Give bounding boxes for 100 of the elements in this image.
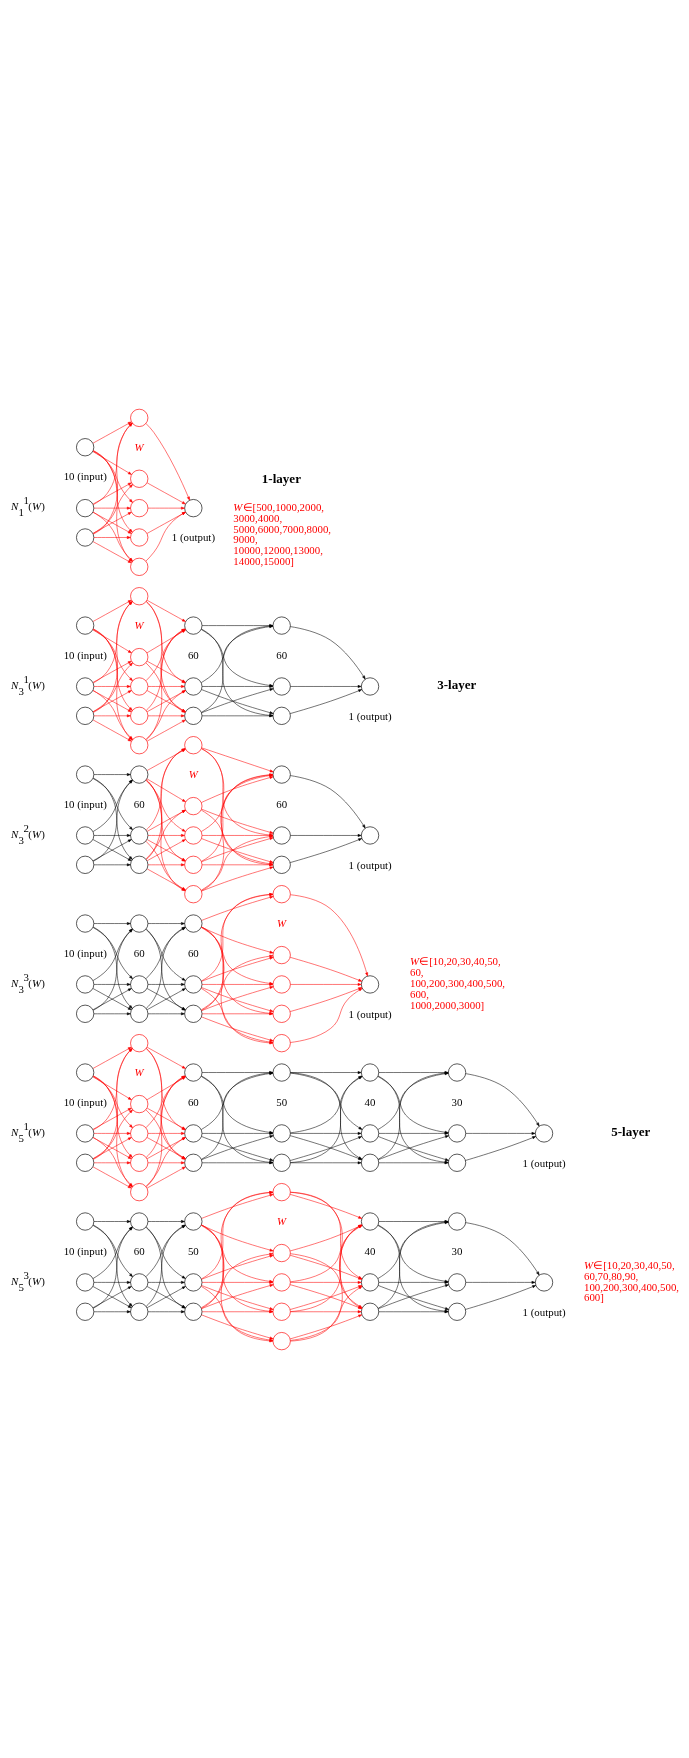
arrow — [92, 662, 133, 712]
label: 60 — [187, 946, 199, 959]
node-circle — [76, 825, 95, 844]
node-circle — [76, 1063, 95, 1082]
node-circle — [76, 1123, 95, 1142]
node-circle — [361, 1063, 380, 1082]
node-circle — [76, 527, 95, 546]
arrow — [93, 862, 131, 866]
arrow — [93, 628, 133, 711]
arrow — [290, 1160, 362, 1164]
node-circle — [184, 825, 203, 844]
arrow — [147, 982, 185, 986]
node-circle — [184, 706, 203, 725]
node-circle — [184, 1212, 203, 1231]
node-circle — [448, 1302, 467, 1321]
node-circle — [76, 1004, 95, 1023]
arrow — [92, 1075, 133, 1128]
arrow — [378, 1309, 449, 1313]
label: 10 (input) — [63, 648, 107, 661]
arrow — [201, 1224, 274, 1283]
arrow — [147, 1309, 185, 1313]
label: 10 (input) — [63, 1095, 107, 1108]
arrow — [145, 779, 186, 832]
node-circle — [448, 1212, 467, 1231]
arrow — [201, 1224, 274, 1342]
node-circle — [272, 1123, 291, 1142]
node-circle — [272, 825, 291, 844]
arrow — [201, 926, 274, 953]
arrow — [465, 1284, 537, 1310]
arrow — [290, 1309, 362, 1313]
arrow — [201, 862, 274, 866]
arrow — [92, 689, 132, 712]
node-circle — [272, 1153, 291, 1172]
arrow — [290, 774, 366, 828]
arrow — [145, 779, 186, 862]
arrow — [146, 838, 186, 861]
arrow — [145, 809, 186, 859]
arrow — [93, 1011, 131, 1015]
node-circle — [272, 974, 291, 993]
arrow — [145, 422, 190, 500]
arrow — [201, 1193, 274, 1219]
arrow — [146, 987, 186, 1010]
arrow — [93, 600, 133, 683]
arrow — [289, 688, 363, 714]
arrow — [146, 1107, 186, 1130]
arrow — [201, 713, 274, 717]
node-circle — [76, 914, 95, 933]
label: W∈[500,1000,2000,3000,4000, 5000,6000,7000,8000,9000, 10000,12000,13000,14000,15000] — [233, 500, 332, 567]
node-circle — [76, 1302, 95, 1321]
arrow — [201, 1160, 274, 1164]
arrow — [290, 1131, 362, 1135]
arrow — [289, 1193, 363, 1219]
label: 60 — [187, 1095, 199, 1108]
node-circle — [272, 765, 291, 784]
arrow — [92, 450, 133, 503]
arrow — [92, 483, 133, 534]
node-circle — [184, 855, 203, 874]
arrow — [465, 1221, 540, 1275]
arrow — [145, 511, 186, 561]
node-circle — [361, 1123, 380, 1142]
node-circle — [272, 1063, 291, 1082]
arrow — [201, 1224, 274, 1251]
arrow — [201, 623, 274, 627]
arrow — [201, 1011, 274, 1015]
node-circle — [448, 1063, 467, 1082]
arrow — [93, 449, 133, 532]
arrow — [92, 1107, 132, 1130]
arrow — [465, 1280, 536, 1284]
arrow — [147, 862, 185, 866]
label: 60 — [133, 1244, 145, 1257]
arrow — [93, 684, 131, 688]
arrow — [201, 1252, 274, 1308]
arrow — [201, 954, 274, 1010]
label: 30 — [451, 1095, 463, 1108]
arrow — [146, 511, 186, 534]
arrow — [92, 628, 133, 681]
arrow — [92, 511, 133, 561]
arrow — [147, 713, 185, 717]
node-circle — [272, 884, 291, 903]
arrow — [201, 926, 274, 985]
node-circle — [184, 1063, 203, 1082]
arrow — [378, 1160, 449, 1164]
node-circle — [272, 1331, 291, 1350]
arrow — [93, 1219, 131, 1223]
arrow — [92, 1109, 133, 1159]
node-circle — [272, 1272, 291, 1291]
arrow — [147, 921, 185, 925]
label: 50 — [276, 1095, 288, 1108]
arrow — [92, 482, 132, 504]
arrow — [92, 1076, 132, 1100]
node-circle — [76, 676, 95, 695]
arrow — [146, 778, 186, 802]
node-circle — [272, 945, 291, 964]
arrow — [290, 625, 366, 679]
node-circle — [184, 884, 203, 903]
arrow — [201, 1280, 274, 1284]
arrow — [290, 982, 362, 986]
arrow — [93, 535, 131, 539]
node-circle — [272, 616, 291, 635]
arrow — [146, 482, 186, 504]
